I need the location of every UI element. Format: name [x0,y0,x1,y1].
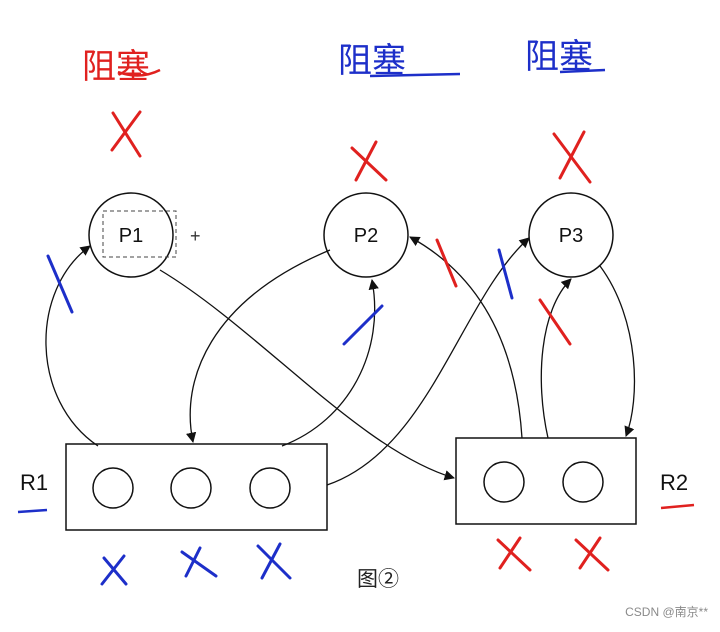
process-node-p2 [323,192,409,278]
edge-mark-r2-p3 [538,298,572,346]
edge-p2-to-r1 [185,249,331,444]
edge-r1-to-p2 [281,278,379,447]
p1-cross-mark [110,110,142,158]
r1-instance-2 [170,467,212,509]
r2-instance-2-cross [574,536,610,572]
r2-instance-1 [483,461,525,503]
r1-instance-3 [249,467,291,509]
edge-mark-r1-p2 [342,304,384,346]
p2-note-underline [369,72,461,78]
edge-r1-to-p1 [45,245,99,447]
p2-label: P2 [354,225,378,247]
edge-r2-to-p3 [540,278,572,439]
r1-underline [17,508,48,514]
p3-cross-mark [552,130,592,184]
r2-instance-2 [562,461,604,503]
r1-instance-1 [92,467,134,509]
process-node-p3 [528,192,614,278]
r2-underline [660,503,695,510]
watermark: CSDN @南京** [625,604,708,619]
edge-p3-to-r2 [599,265,636,437]
r1-instance-3-cross [256,542,292,580]
r1-label: R1 [20,470,48,495]
p3-note-underline [559,68,606,74]
edge-mark-r2-p2 [435,238,458,288]
p1-note-underline [117,68,161,77]
r1-instance-2-cross [180,546,218,578]
resource-box-r2 [455,437,637,525]
r2-label: R2 [660,470,688,495]
plus-mark: + [190,226,201,246]
process-node-p1 [88,192,174,278]
r1-instance-1-cross [100,554,128,586]
edge-p1-to-r2 [159,269,455,481]
p3-label: P3 [559,225,583,247]
r2-instance-1-cross [496,536,532,572]
selection-box [102,210,177,258]
p1-label: P1 [119,225,143,247]
p1-note: 阻塞 [82,47,150,87]
edge-r2-to-p2 [409,236,523,439]
edge-mark-r1-p3 [497,248,514,300]
p2-cross-mark [350,140,388,182]
edge-mark-r1-p1 [46,254,74,314]
figure-caption: 图② [357,568,399,591]
